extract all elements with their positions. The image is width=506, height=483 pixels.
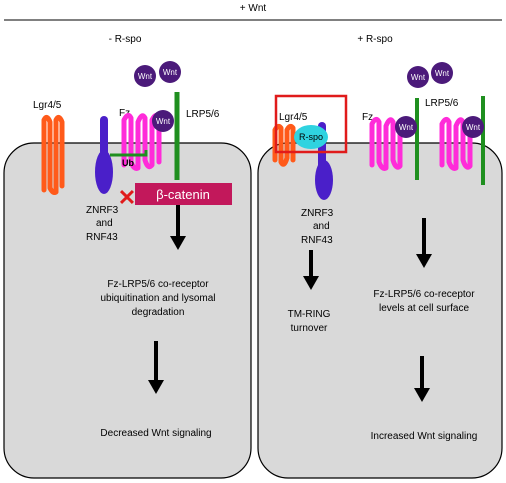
left-wnt-ligand-2-label: Wnt — [163, 68, 178, 77]
right-fz-receptor-2 — [439, 116, 473, 171]
right-and-label: and — [313, 221, 330, 232]
left-condition-label: - R-spo — [109, 34, 142, 45]
right-arrow-1-head — [416, 254, 432, 268]
left-panel: - R-spo Lgr4/5 ZNRF3 and RNF43 Fz LRP5/6… — [3, 34, 252, 479]
right-panel: + R-spo Lgr4/5 R-spo ZNRF3 and RNF43 Fz … — [257, 34, 503, 479]
rspo-highlight-box — [274, 94, 348, 154]
right-wnt-ligand-1 — [407, 66, 429, 88]
left-beta-catenin-box — [135, 183, 232, 205]
left-wnt-ligand-3-label: Wnt — [156, 117, 171, 126]
right-rnf43-label: RNF43 — [301, 235, 333, 246]
left-rnf43-label: RNF43 — [86, 232, 118, 243]
left-arrow-2-head — [148, 380, 164, 394]
header-title: + Wnt — [240, 3, 267, 14]
right-turnover-line1: TM-RING — [288, 309, 331, 320]
left-ub-bracket — [110, 150, 148, 157]
left-wnt-ligand-2 — [159, 61, 181, 83]
left-beta-catenin-label: β-catenin — [156, 187, 210, 202]
right-arrow-turnover-head — [303, 276, 319, 290]
right-fz-receptor — [369, 116, 403, 171]
right-condition-label: + R-spo — [357, 34, 393, 45]
left-lrp-label: LRP5/6 — [186, 109, 220, 120]
left-znrf3-label: ZNRF3 — [86, 205, 119, 216]
right-znrf3-label: ZNRF3 — [301, 208, 334, 219]
left-and-label: and — [96, 218, 113, 229]
left-result-label: Decreased Wnt signaling — [100, 428, 211, 439]
left-outcome-line3: degradation — [132, 307, 185, 318]
left-lgr-receptor — [41, 114, 65, 195]
right-znrf3-ring — [315, 160, 333, 200]
left-arrow-1-head — [170, 236, 186, 250]
right-lrp-label: LRP5/6 — [425, 98, 459, 109]
right-outcome-line2: levels at cell surface — [379, 303, 469, 314]
right-result-label: Increased Wnt signaling — [371, 431, 478, 442]
right-fz-label: Fz — [362, 112, 373, 123]
left-outcome-line2: ubiquitination and lysomal — [100, 293, 215, 304]
left-znrf3-ring — [95, 150, 113, 194]
left-lgr-label: Lgr4/5 — [33, 100, 62, 111]
right-lgr-label: Lgr4/5 — [279, 112, 308, 123]
right-wnt-ligand-3-label: Wnt — [399, 123, 414, 132]
right-outcome-line1: Fz-LRP5/6 co-receptor — [373, 289, 475, 300]
right-wnt-ligand-3 — [395, 116, 417, 138]
right-turnover-line2: turnover — [291, 323, 328, 334]
left-wnt-ligand-1-label: Wnt — [138, 72, 153, 81]
right-rspo-label: R-spo — [299, 132, 323, 142]
right-wnt-ligand-4 — [462, 116, 484, 138]
right-wnt-ligand-4-label: Wnt — [466, 123, 481, 132]
left-ub-label: Ub — [122, 158, 134, 168]
left-wnt-ligand-1 — [134, 65, 156, 87]
inhibition-x-icon: ✕ — [118, 185, 136, 210]
left-fz-label: Fz — [119, 108, 130, 119]
right-wnt-ligand-2 — [431, 62, 453, 84]
right-wnt-ligand-2-label: Wnt — [435, 69, 450, 78]
left-cell — [3, 142, 252, 479]
left-outcome-line1: Fz-LRP5/6 co-receptor — [107, 279, 209, 290]
left-wnt-ligand-3 — [152, 110, 174, 132]
right-rspo-ligand — [294, 125, 328, 149]
right-wnt-ligand-1-label: Wnt — [411, 73, 426, 82]
right-arrow-2-head — [414, 388, 430, 402]
